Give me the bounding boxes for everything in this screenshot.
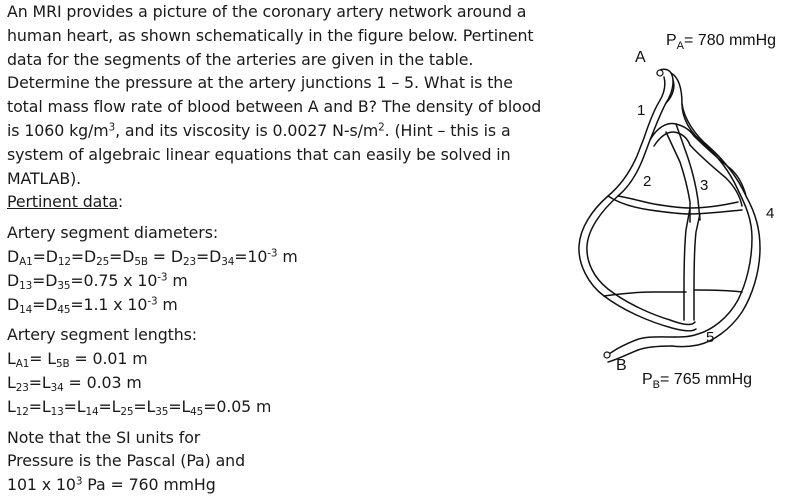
- intro-line-3: data for the segments of the arteries ar…: [7, 49, 474, 69]
- note-line-2: Pressure is the Pascal (Pa) and: [7, 451, 246, 471]
- lengths-line-1: LA1= L5B = 0.01 m: [7, 349, 148, 371]
- node-a-terminal: [656, 69, 664, 77]
- junction-5-label: 5: [706, 329, 714, 346]
- junction-4-label: 4: [766, 205, 774, 222]
- pa-label: PA= 780 mmHg: [666, 32, 776, 52]
- diameters-line-2: D13=D35=0.75 x 10-3 m: [7, 270, 188, 292]
- node-b-label: B: [616, 357, 627, 374]
- pertinent-data-heading: Pertinent data:: [7, 192, 124, 212]
- intro-line-6: is 1060 kg/m3, and its viscosity is 0.00…: [7, 120, 511, 140]
- note-line-3: 101 x 103 Pa = 760 mmHg: [7, 475, 216, 495]
- diameters-line-1: DA1=D12=D25=D5B = D23=D34=10-3 m: [7, 246, 298, 268]
- intro-line-2: human heart, as shown schematically in t…: [7, 25, 534, 45]
- intro-line-4: Determine the pressure at the artery jun…: [7, 73, 513, 93]
- note-line-1: Note that the SI units for: [7, 427, 201, 447]
- lengths-line-3: L12=L13=L14=L25=L35=L45=0.05 m: [7, 396, 272, 418]
- node-a-label: A: [635, 49, 646, 66]
- diameters-heading: Artery segment diameters:: [7, 223, 219, 243]
- artery-network-diagram: PA= 780 mmHg A 1 2 3 4 5 B PB= 765 mmHg: [578, 32, 776, 391]
- diameters-line-3: D14=D45=1.1 x 10-3 m: [7, 294, 178, 316]
- junction-3-label: 3: [700, 177, 708, 194]
- lengths-line-2: L23=L34 = 0.03 m: [7, 372, 142, 394]
- node-b-terminal: [603, 351, 611, 359]
- problem-text: An MRI provides a picture of the coronar…: [7, 0, 567, 497]
- pb-label: PB= 765 mmHg: [642, 371, 752, 391]
- intro-line-8: MATLAB).: [7, 168, 82, 188]
- intro-line-5: total mass flow rate of blood between A …: [7, 97, 542, 117]
- lengths-heading: Artery segment lengths:: [7, 325, 197, 345]
- intro-line-7: system of algebraic linear equations tha…: [7, 144, 511, 164]
- junction-1-label: 1: [637, 102, 645, 119]
- junction-2-label: 2: [643, 173, 651, 190]
- intro-line-1: An MRI provides a picture of the coronar…: [7, 2, 527, 21]
- artery-outline: [578, 68, 761, 363]
